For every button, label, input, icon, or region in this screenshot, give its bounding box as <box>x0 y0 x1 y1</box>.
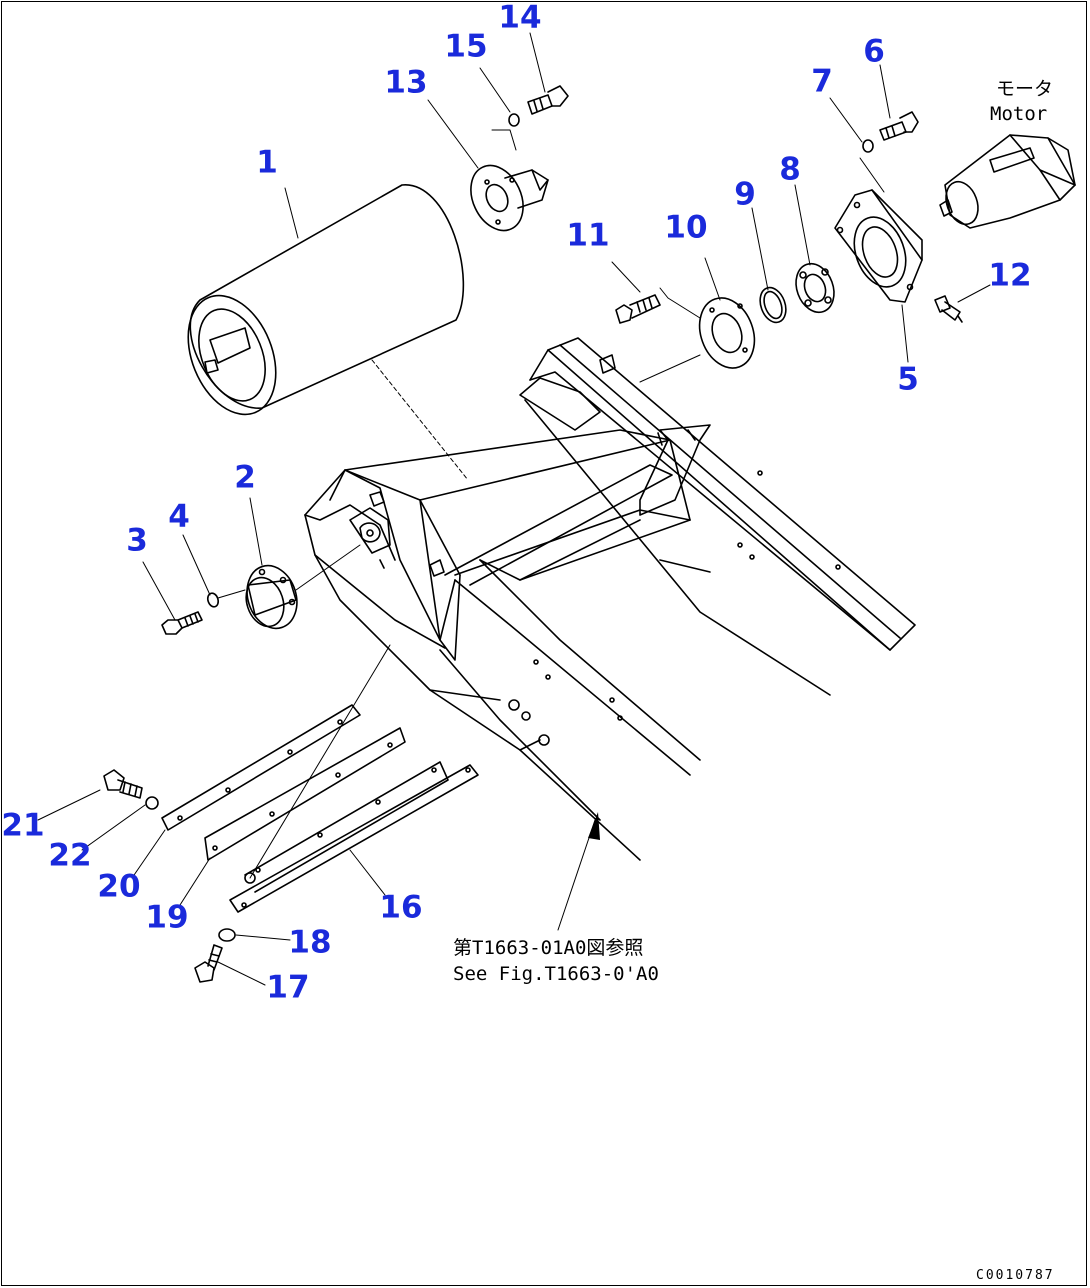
callout-5: 5 <box>897 361 919 398</box>
washer-22-drawing <box>145 796 159 810</box>
callout-17: 17 <box>266 969 310 1006</box>
callout-7: 7 <box>811 63 833 100</box>
callout-4: 4 <box>168 498 190 535</box>
bolt-17-drawing <box>194 944 223 983</box>
callout-21: 21 <box>1 807 45 844</box>
bearing-drawing <box>795 262 835 314</box>
reference-note-en: See Fig.T1663-0'A0 <box>453 963 659 985</box>
motor-bracket-drawing <box>834 157 923 303</box>
callout-9: 9 <box>734 176 756 213</box>
callout-13: 13 <box>384 64 428 101</box>
callout-16: 16 <box>379 889 423 926</box>
snap-ring-drawing <box>759 286 787 324</box>
callout-3: 3 <box>126 522 148 559</box>
callout-20: 20 <box>97 868 141 905</box>
drawing-code: C0010787 <box>976 1268 1055 1283</box>
bolt-6-drawing <box>879 111 919 141</box>
reference-note-jp: 第T1663-01A0図参照 <box>453 937 644 959</box>
motor-label-en: Motor <box>990 103 1048 125</box>
grease-fitting-drawing <box>934 295 963 323</box>
callout-1: 1 <box>256 144 278 181</box>
conveyor-frame <box>304 337 916 861</box>
washer-18-drawing <box>218 928 236 942</box>
cover-plate-drawing <box>639 287 756 383</box>
motor-label-jp: モータ <box>996 78 1054 100</box>
drum-roller-drawing <box>187 184 469 481</box>
motor-drawing <box>939 134 1076 229</box>
callout-19: 19 <box>145 899 189 936</box>
leader-lines <box>37 32 991 986</box>
bearing-housing-drawing <box>245 544 361 630</box>
scraper-assembly-drawing <box>161 644 479 913</box>
flange-shaft-drawing <box>470 129 549 232</box>
callout-18: 18 <box>288 924 332 961</box>
callout-14: 14 <box>498 0 542 36</box>
callout-2: 2 <box>234 459 256 496</box>
washer-4-drawing <box>206 589 246 608</box>
bolt-11-drawing <box>615 294 661 324</box>
callout-12: 12 <box>988 257 1032 294</box>
washer-7-drawing <box>862 139 874 153</box>
bolt-14-drawing <box>527 85 569 115</box>
reference-arrow <box>557 812 600 931</box>
callout-15: 15 <box>444 28 488 65</box>
callout-10: 10 <box>664 209 708 246</box>
callout-22: 22 <box>48 837 92 874</box>
callout-6: 6 <box>863 33 885 70</box>
callout-11: 11 <box>566 217 610 254</box>
washer-15-drawing <box>508 113 520 127</box>
bolt-3-drawing <box>161 611 203 635</box>
bolt-21-drawing <box>103 769 143 799</box>
callout-8: 8 <box>779 151 801 188</box>
